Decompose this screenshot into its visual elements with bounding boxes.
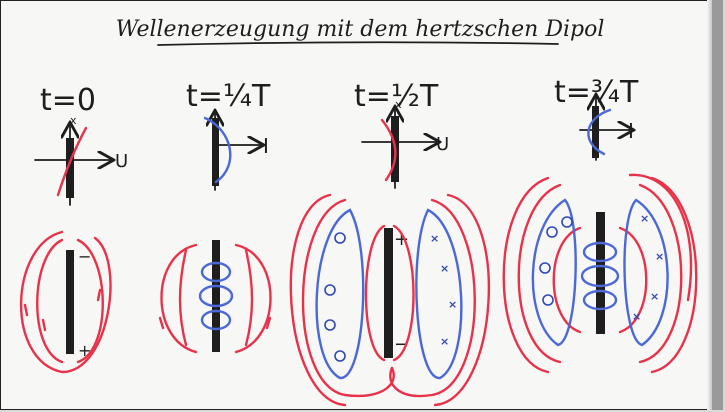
charge-minus: − <box>394 334 409 355</box>
b-field-loop <box>623 198 669 347</box>
dipole-antenna <box>384 228 393 358</box>
b-field-loop <box>580 264 620 288</box>
time-label-t-quarter: t=¼T <box>186 79 271 114</box>
dipole-antenna <box>66 250 74 354</box>
e-field-line <box>650 176 698 374</box>
e-field-line <box>502 176 550 374</box>
e-field-line <box>638 183 683 364</box>
axis-x-label: x <box>70 114 77 127</box>
e-field-arrows <box>158 316 272 330</box>
charge-plus: + <box>394 229 409 250</box>
e-field-line <box>289 193 347 407</box>
b-cross-marker: × <box>440 335 449 348</box>
axis-i-label: I <box>263 134 269 158</box>
b-dot-marker <box>334 350 346 362</box>
b-field-loop <box>582 241 618 263</box>
b-dot-marker <box>546 226 558 238</box>
e-field-line <box>36 238 64 364</box>
e-field-line <box>301 198 395 398</box>
e-field-line <box>517 183 562 364</box>
b-dot-marker <box>324 319 336 331</box>
b-cross-marker: × <box>640 212 649 225</box>
b-cross-marker: × <box>440 262 449 275</box>
current-curve <box>203 116 232 184</box>
axis-u-label: U <box>115 151 128 172</box>
e-field-line <box>433 193 491 407</box>
b-dot-marker <box>324 284 336 296</box>
board-frame-edge <box>712 0 723 410</box>
e-field-line <box>389 198 476 398</box>
e-field-line <box>160 243 198 354</box>
dipole-antenna <box>212 240 220 352</box>
e-field-line <box>364 224 386 362</box>
b-dot-marker <box>334 232 346 244</box>
b-cross-marker: × <box>655 250 664 263</box>
b-field-loop <box>582 289 618 311</box>
e-field-line <box>628 173 693 302</box>
e-field-line <box>178 248 188 347</box>
diagram-title: Wellenerzeugung mit dem hertzschen Dipol <box>116 17 605 42</box>
axis-x-label: x <box>395 98 402 111</box>
e-field-line <box>76 238 104 364</box>
b-field-loop <box>315 208 365 380</box>
b-cross-marker: × <box>430 232 439 245</box>
axis-u-label: U <box>436 134 449 155</box>
time-label-t0: t=0 <box>40 83 96 118</box>
dipole-antenna <box>596 212 605 334</box>
dipole-rod <box>592 106 599 158</box>
b-field-loop <box>531 198 577 347</box>
b-dot-marker <box>561 216 573 228</box>
dipole-rod <box>66 138 74 198</box>
dipole-rod <box>212 118 219 186</box>
e-field-line <box>19 230 112 374</box>
title-underline <box>157 41 559 46</box>
e-field-arrows <box>23 288 102 332</box>
e-field-line <box>392 224 415 362</box>
voltage-curve <box>56 126 88 197</box>
b-cross-marker: × <box>448 298 457 311</box>
b-dot-marker <box>539 262 551 274</box>
b-cross-marker: × <box>632 310 641 323</box>
b-field-loop <box>415 208 463 380</box>
e-field-line <box>234 243 272 354</box>
axis-i-label: I <box>628 119 634 143</box>
current-curve <box>587 108 612 156</box>
charge-minus: − <box>78 247 91 266</box>
b-field-loop <box>200 261 232 283</box>
b-cross-marker: × <box>650 290 659 303</box>
e-field-line <box>244 248 254 347</box>
board-edge-shadow <box>707 0 712 410</box>
b-field-loop <box>198 284 234 308</box>
b-dot-marker <box>542 294 554 306</box>
b-field-loop <box>200 309 232 331</box>
voltage-curve <box>380 118 397 182</box>
